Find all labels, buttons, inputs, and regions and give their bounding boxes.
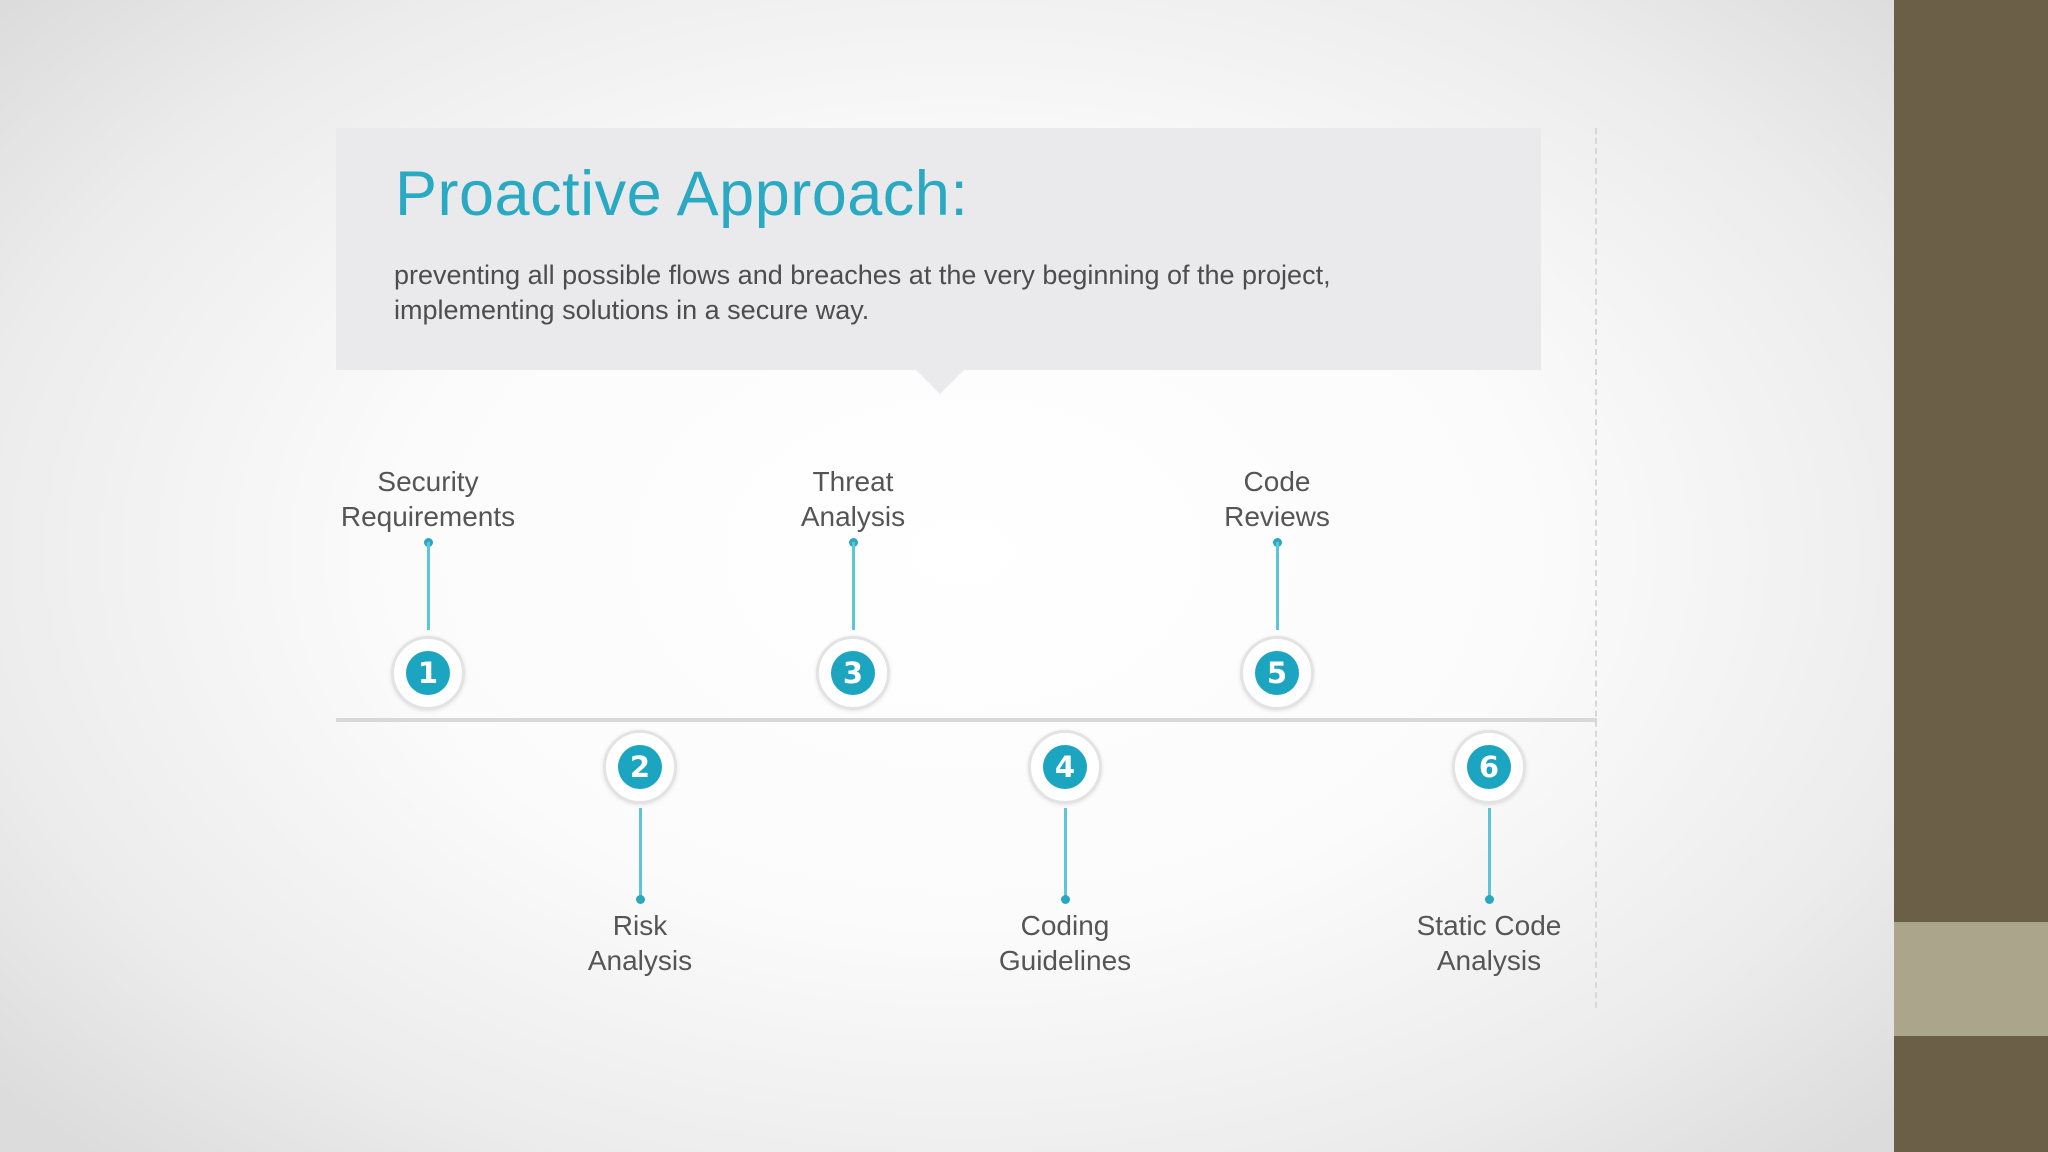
step-marker: 3	[816, 636, 890, 710]
step-marker: 1	[391, 636, 465, 710]
step-connector	[852, 542, 855, 630]
step-connector	[1064, 808, 1067, 896]
connector-dot	[636, 895, 645, 904]
side-decoration-accent	[1894, 922, 2048, 1036]
timeline-axis	[336, 718, 1597, 722]
step-marker: 5	[1240, 636, 1314, 710]
step-connector	[1488, 808, 1491, 896]
step-connector	[1276, 542, 1279, 630]
step-number: 5	[1255, 651, 1299, 695]
connector-dot	[1061, 895, 1070, 904]
step-connector	[427, 542, 430, 630]
step-label: Security Requirements	[340, 466, 516, 532]
step-number: 1	[406, 651, 450, 695]
step-label: Coding Guidelines	[998, 910, 1132, 976]
callout-title: Proactive Approach:	[395, 159, 969, 229]
step-marker: 4	[1028, 730, 1102, 804]
step-number: 3	[831, 651, 875, 695]
step-marker: 2	[603, 730, 677, 804]
connector-dot	[1485, 895, 1494, 904]
step-number: 4	[1043, 745, 1087, 789]
dashed-divider	[1595, 128, 1597, 1008]
step-label: Code Reviews	[1224, 466, 1330, 532]
proactive-approach-callout: Proactive Approach: preventing all possi…	[336, 128, 1541, 394]
step-marker: 6	[1452, 730, 1526, 804]
step-connector	[639, 808, 642, 896]
callout-description: preventing all possible flows and breach…	[394, 260, 1331, 325]
step-label: Risk Analysis	[587, 910, 693, 976]
step-label: Threat Analysis	[800, 466, 906, 532]
step-label: Static Code Analysis	[1416, 910, 1562, 976]
step-number: 6	[1467, 745, 1511, 789]
step-number: 2	[618, 745, 662, 789]
